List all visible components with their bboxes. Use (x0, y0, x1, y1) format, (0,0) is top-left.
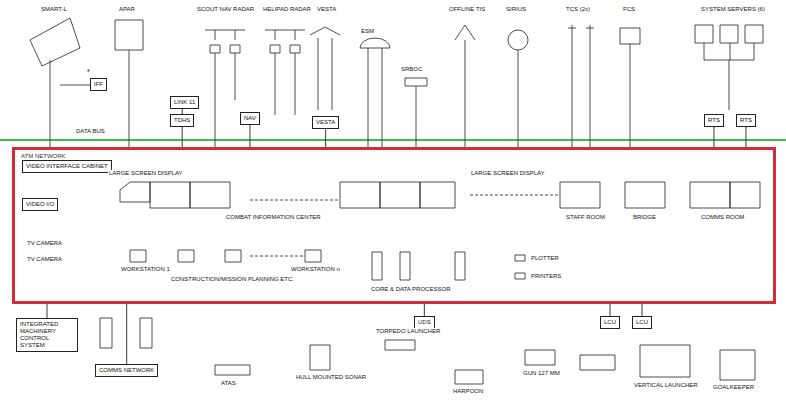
part-label: OFFLINE TIS (448, 6, 486, 13)
part-label: LARGE SCREEN DISPLAY (108, 170, 184, 177)
node-text: LINK 11 (174, 99, 195, 106)
part-label: HULL MOUNTED SONAR (295, 374, 367, 381)
part-label: STAFF ROOM (565, 214, 606, 221)
part-label: TV CAMERA (26, 256, 63, 263)
part-label: SRBOC (400, 66, 423, 73)
part-label: CORE & DATA PROCESSOR (370, 286, 451, 293)
node-text: INTEGRATED MACHINERY CONTROL SYSTEM (20, 321, 74, 349)
part-label: WORKSTATION n (290, 266, 341, 273)
sensor-symbols (30, 18, 763, 150)
part-label: VERTICAL LAUNCHER (633, 382, 699, 389)
part-label: HELIPAD RADAR (262, 6, 312, 13)
unit-box: RTS (736, 114, 756, 127)
unit-box: LCU (600, 316, 620, 329)
node-text: ATM NETWORK (21, 153, 767, 160)
node-text: NAV (244, 115, 256, 122)
connector (126, 304, 127, 364)
node-text: IFF (94, 81, 103, 88)
unit-box: VESTA (312, 116, 339, 129)
unit-box: VIDEO INTERFACE CABINET (22, 160, 112, 173)
part-label: TV CAMERA (26, 240, 63, 247)
connector (745, 127, 746, 147)
part-label: DATA BUS (75, 128, 106, 135)
node-text: VIDEO INTERFACE CABINET (26, 163, 108, 170)
part-label: TORPEDO LAUNCHER (375, 328, 441, 335)
unit-box: TDHS (170, 114, 194, 127)
connector (713, 127, 714, 147)
unit-box: LINK 11 (170, 96, 199, 109)
node-text: UDS (418, 319, 431, 326)
node-text: RTS (740, 117, 752, 124)
part-label: COMBAT INFORMATION CENTER (225, 214, 322, 221)
part-label: PLOTTER (530, 255, 560, 262)
console-symbols (100, 182, 760, 384)
unit-box: VIDEO I/O (22, 198, 58, 211)
part-label: SYSTEM SERVERS (6) (700, 6, 766, 13)
node-text: RTS (708, 117, 720, 124)
node-text: COMMS NETWORK (99, 367, 154, 374)
part-label: HARPOON (452, 388, 484, 395)
data-bus-line (0, 139, 786, 141)
connector (47, 304, 48, 318)
part-label: APAR (118, 6, 136, 13)
node-text: LCU (604, 319, 616, 326)
part-label: LARGE SCREEN DISPLAY (470, 170, 546, 177)
unit-box: RTS (704, 114, 724, 127)
part-label: GUN 127 MM (522, 370, 561, 377)
node-text: VESTA (316, 119, 335, 126)
connector (249, 125, 250, 147)
unit-box: LCU (632, 316, 652, 329)
part-label: CONSTRUCTION/MISSION PLANNING ETC. (170, 276, 295, 283)
dashed-link (250, 195, 560, 256)
node-text: LCU (636, 319, 648, 326)
part-label: FCS (622, 6, 636, 13)
part-label: BRIDGE (632, 214, 657, 221)
node-text: TDHS (174, 117, 190, 124)
part-label: TCS (2x) (565, 6, 591, 13)
unit-box: IFF (90, 78, 107, 91)
part-label: GOALKEEPER (712, 384, 755, 391)
unit-box: NAV (240, 112, 260, 125)
part-label: PRINTERS (530, 273, 562, 280)
part-label: ESM (360, 28, 375, 35)
part-label: COMMS ROOM (700, 214, 745, 221)
connector (610, 304, 611, 316)
part-label: VESTA (316, 6, 337, 13)
connector (642, 304, 643, 316)
part-label: SCOUT NAV RADAR (196, 6, 255, 13)
node-text: VIDEO I/O (26, 201, 54, 208)
connector (182, 127, 183, 147)
unit-box: INTEGRATED MACHINERY CONTROL SYSTEM (16, 318, 78, 352)
connector (325, 129, 326, 147)
part-label: SMART-L (40, 6, 68, 13)
part-label: WORKSTATION 1 (120, 266, 171, 273)
part-label: SIRIUS (505, 6, 527, 13)
part-label: ATAS (220, 380, 237, 387)
unit-box: COMMS NETWORK (95, 364, 158, 377)
connector (424, 304, 425, 316)
